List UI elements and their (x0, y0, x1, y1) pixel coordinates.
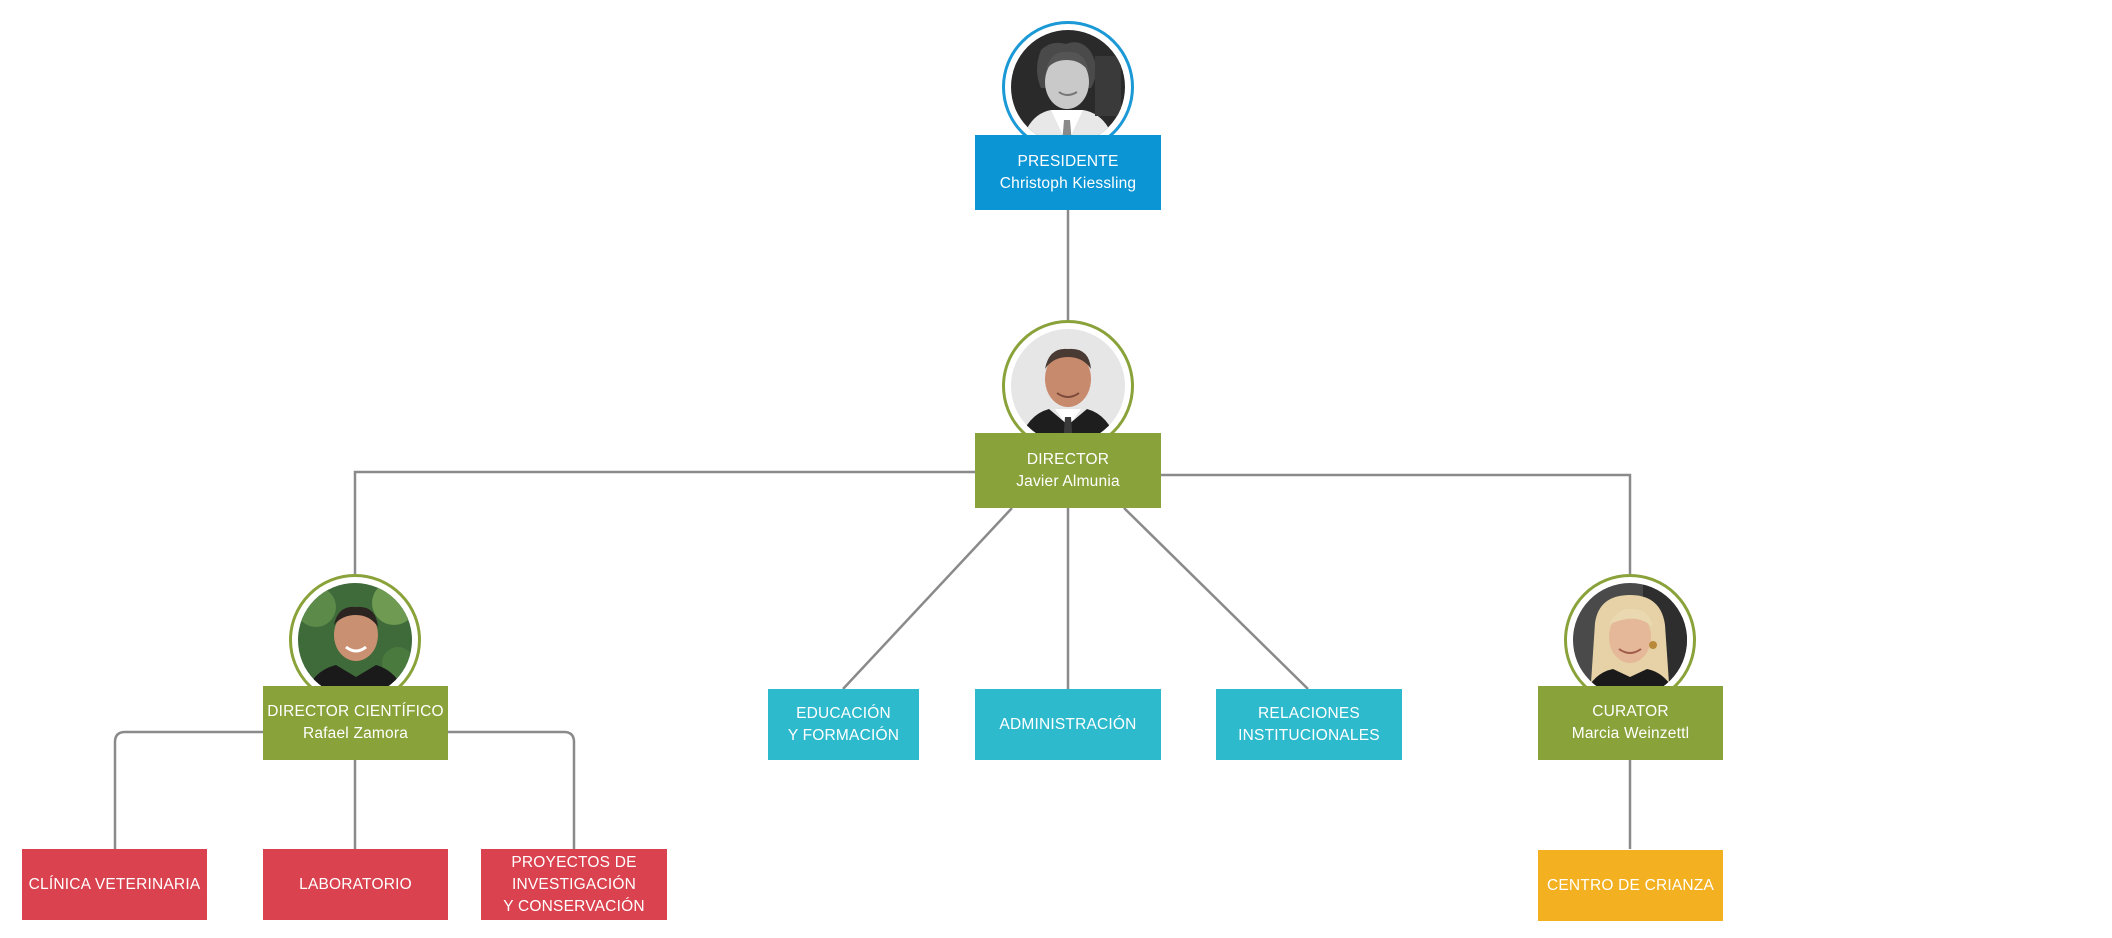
projects-box: PROYECTOS DE INVESTIGACIÓN Y CONSERVACIÓ… (481, 849, 667, 920)
director-box: DIRECTOR Javier Almunia (975, 433, 1161, 508)
president-title: PRESIDENTE (1017, 152, 1119, 170)
director-avatar (1002, 320, 1134, 452)
president-box: PRESIDENTE Christoph Kiessling (975, 135, 1161, 210)
director-photo (1011, 329, 1125, 443)
administration-box: ADMINISTRACIÓN (975, 689, 1161, 760)
president-photo (1011, 30, 1125, 144)
lab-box: LABORATORIO (263, 849, 448, 920)
projects-label: PROYECTOS DE INVESTIGACIÓN Y CONSERVACIÓ… (503, 853, 645, 915)
breeding-center-box: CENTRO DE CRIANZA (1538, 850, 1723, 921)
director-name: Javier Almunia (1016, 472, 1120, 490)
curator-avatar (1564, 574, 1696, 706)
connector-director-relations (1123, 507, 1309, 690)
science-director-photo (298, 583, 412, 697)
president-name: Christoph Kiessling (999, 174, 1137, 192)
relations-box: RELACIONES INSTITUCIONALES (1216, 689, 1402, 760)
clinic-box: CLÍNICA VETERINARIA (22, 849, 207, 920)
lab-label: LABORATORIO (299, 875, 412, 893)
curator-title: CURATOR (1592, 703, 1669, 720)
connector-director-science (353, 470, 975, 578)
relations-label: RELACIONES INSTITUCIONALES (1238, 704, 1380, 744)
science-director-title: DIRECTOR CIENTÍFICO (267, 703, 444, 720)
curator-name: Marcia Weinzettl (1571, 725, 1690, 742)
connector-director-curator (1161, 473, 1632, 578)
breeding-center-label: CENTRO DE CRIANZA (1546, 876, 1715, 894)
administration-label: ADMINISTRACIÓN (999, 715, 1137, 733)
clinic-label: CLÍNICA VETERINARIA (28, 875, 201, 893)
curator-photo (1573, 583, 1687, 697)
education-box: EDUCACIÓN Y FORMACIÓN (768, 689, 919, 760)
connector-science-projects (448, 730, 576, 849)
science-director-name: Rafael Zamora (302, 725, 409, 742)
director-title: DIRECTOR (1026, 450, 1110, 468)
curator-box: CURATOR Marcia Weinzettl (1538, 686, 1723, 760)
connector-director-education (842, 507, 1013, 690)
connector-science-clinic (113, 730, 263, 849)
education-label: EDUCACIÓN Y FORMACIÓN (787, 704, 900, 744)
science-director-box: DIRECTOR CIENTÍFICO Rafael Zamora (263, 686, 448, 760)
president-avatar (1002, 21, 1134, 153)
